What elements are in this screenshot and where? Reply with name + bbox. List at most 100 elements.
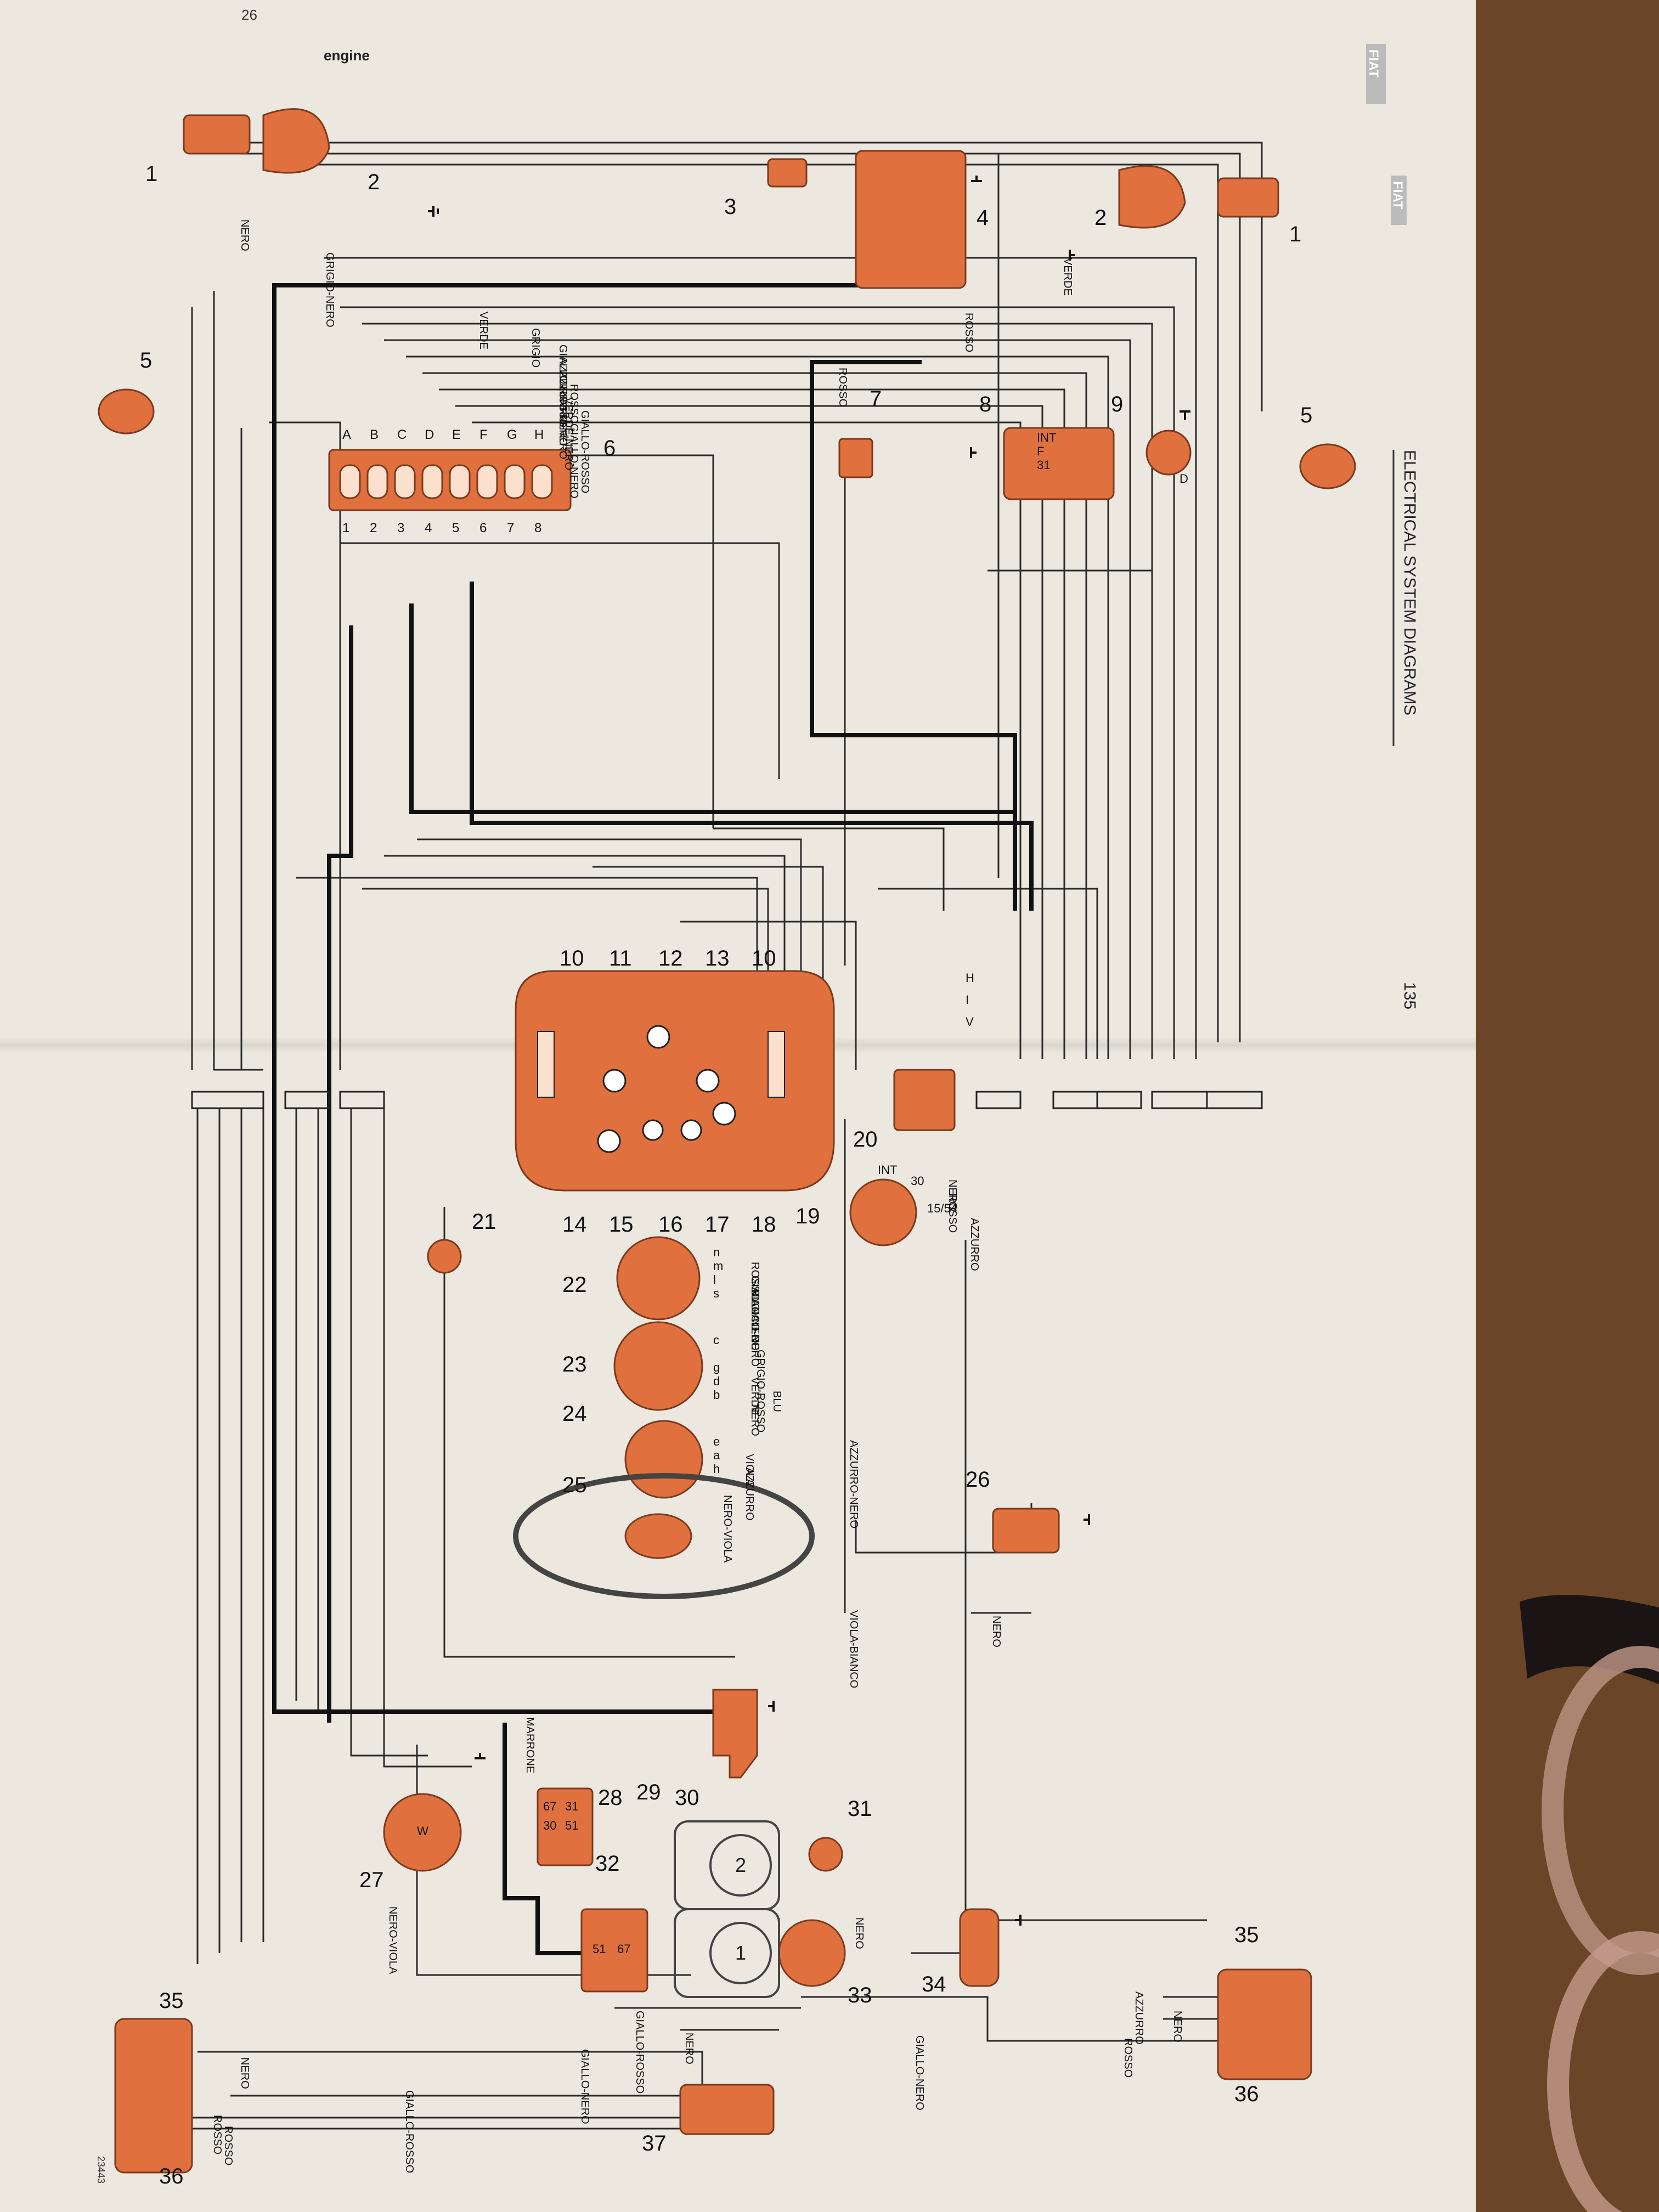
ign-15-54: 15/54 xyxy=(927,1201,957,1215)
num-3: 3 xyxy=(724,195,736,219)
component-37 xyxy=(679,2084,775,2135)
sw23-d: d xyxy=(713,1374,720,1388)
wl-bot-nero-viola: NERO-VIOLA xyxy=(387,1906,399,1974)
sw23-c: c xyxy=(713,1333,719,1347)
component-22 xyxy=(616,1236,701,1321)
wl-top-azzurro-nero-2: AZZURRO-NERO xyxy=(557,371,569,459)
num-34: 34 xyxy=(922,1972,946,1996)
component-1-right xyxy=(1217,177,1279,218)
page-title: ELECTRICAL SYSTEM DIAGRAMS xyxy=(1401,450,1419,715)
component-9 xyxy=(1146,430,1192,476)
num-35-left: 35 xyxy=(159,1989,184,2013)
num-20: 20 xyxy=(853,1127,878,1152)
steering-wheel xyxy=(513,1473,815,1599)
num-14: 14 xyxy=(562,1212,587,1237)
wl-top-rosso-battery: ROSSO xyxy=(963,313,975,352)
conn-num-5: 5 xyxy=(452,521,459,535)
wl-top-azzurro-nero-1: AZZURRO-NERO xyxy=(557,358,569,446)
component-32 xyxy=(580,1908,648,1993)
conn-letter-G: G xyxy=(507,427,517,442)
conn-letter-E: E xyxy=(452,427,461,442)
num-35-right: 35 xyxy=(1234,1923,1259,1947)
plug-1-label: 1 xyxy=(735,1942,746,1964)
sw22-n: n xyxy=(713,1245,720,1259)
wl-bot-rosso-l2: ROSSO xyxy=(222,2126,234,2165)
relay-67: 67 xyxy=(543,1799,556,1813)
num-25: 25 xyxy=(562,1473,587,1497)
num-24: 24 xyxy=(562,1402,587,1426)
ground-symbols xyxy=(428,176,1190,1926)
connector-6-slots xyxy=(339,464,553,499)
wl-bot-nero-l: NERO xyxy=(239,2057,251,2089)
component-35-36-right xyxy=(1217,1968,1312,2080)
wl-sw-azzurro: AZZURRO xyxy=(743,1468,755,1521)
component-34-coil xyxy=(959,1908,1000,1987)
conn-num-8: 8 xyxy=(534,521,541,535)
num-31: 31 xyxy=(848,1797,872,1821)
unit32-51: 51 xyxy=(592,1942,606,1956)
comp27-w: W xyxy=(417,1824,428,1838)
num-16: 16 xyxy=(658,1212,683,1237)
num-5-right: 5 xyxy=(1300,403,1312,427)
wl-top-grigio: GRIGIO xyxy=(529,328,541,368)
num-10-left: 10 xyxy=(560,946,584,970)
sw22-m: m xyxy=(713,1259,723,1273)
wl-sw-nero-viola: NERO-VIOLA xyxy=(721,1495,733,1563)
num-36-right: 36 xyxy=(1234,2082,1259,2106)
num-33: 33 xyxy=(848,1983,872,2007)
wl-top-grigio-nero: GRIGIO-NERO xyxy=(324,252,336,328)
component-21 xyxy=(427,1239,462,1274)
num-29: 29 xyxy=(636,1780,661,1804)
reg-int: INT xyxy=(1037,431,1056,444)
comp20-h: H xyxy=(966,971,974,985)
comp20-i: I xyxy=(966,993,969,1007)
wl-sw-giallo-nero: GIALLO-NERO xyxy=(749,1276,761,1351)
wood-table xyxy=(1476,0,1659,2212)
conn-num-3: 3 xyxy=(397,521,404,535)
wl-top-verde-nero: VERDE-NERO xyxy=(562,397,574,470)
left-page-number: 26 xyxy=(241,7,257,23)
num-6: 6 xyxy=(603,436,616,460)
component-2-right xyxy=(1118,165,1186,229)
conn-num-7: 7 xyxy=(507,521,514,535)
figure-code: 23443 xyxy=(95,2156,106,2183)
wl-sw-grigio-rosso: GRIGIO-ROSSO xyxy=(754,1350,766,1432)
component-2-left xyxy=(262,108,330,174)
num-15: 15 xyxy=(609,1212,634,1237)
wl-ign-rosso: ROSSO xyxy=(946,1193,958,1233)
plug-2-label: 2 xyxy=(735,1854,746,1876)
num-22: 22 xyxy=(562,1273,587,1297)
spark-plugs xyxy=(674,1820,780,1998)
wl-sw-verde: VERDE xyxy=(749,1377,761,1415)
component-1-left xyxy=(183,114,251,155)
relay-30: 30 xyxy=(543,1819,556,1832)
num-27: 27 xyxy=(359,1868,384,1892)
wl-bot-giallo-nero-r: GIALLO-NERO xyxy=(913,2035,926,2111)
wl-sw-giallo: GIALLO xyxy=(749,1303,761,1342)
wl-bot-giallo-rosso-l: GIALLO-ROSSO xyxy=(403,2090,415,2173)
component-28-relay xyxy=(537,1787,594,1866)
wl-ign-azzurro: AZZURRO xyxy=(968,1218,980,1271)
wl-ign-nero: NERO xyxy=(946,1180,958,1211)
sw22-l: l xyxy=(713,1273,716,1286)
component-24 xyxy=(624,1420,703,1499)
component-30 xyxy=(712,1689,758,1779)
wl-top-giallo-rosso-2: GIALLO-ROSSO xyxy=(579,410,591,493)
num-1-right: 1 xyxy=(1289,222,1301,246)
conn-letter-C: C xyxy=(397,427,407,442)
sw24-e: e xyxy=(713,1435,720,1448)
wl-top-rosso-7: ROSSO xyxy=(837,368,849,407)
conn-num-4: 4 xyxy=(425,521,432,535)
num-18: 18 xyxy=(752,1212,776,1237)
conn-letter-B: B xyxy=(370,427,379,442)
wl-sw-nero-26: NERO xyxy=(990,1616,1002,1647)
wl-top-nero-right: VERDE xyxy=(1062,258,1074,296)
eyeglasses xyxy=(1520,1595,1659,2212)
wl-bot-azzurro: AZZURRO xyxy=(1133,1991,1145,2045)
component-25-horn xyxy=(624,1513,692,1559)
page-number: 135 xyxy=(1401,982,1419,1009)
num-19: 19 xyxy=(795,1204,820,1228)
component-27 xyxy=(383,1793,462,1872)
num-2-right: 2 xyxy=(1094,206,1107,230)
